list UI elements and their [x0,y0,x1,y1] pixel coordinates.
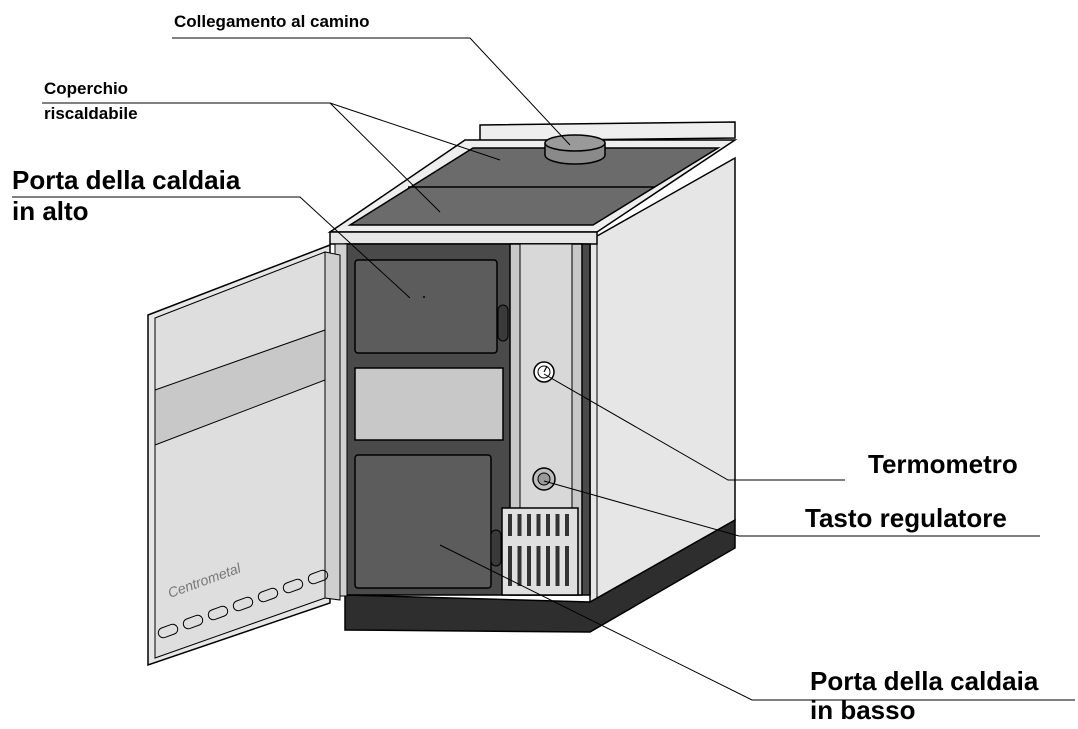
vent-slot [508,546,512,586]
leader-lines [12,37,1075,701]
vent-slot [565,546,569,586]
vent-slot [565,514,569,536]
vent-slot [546,546,550,586]
vent-slot [517,546,522,586]
door-vent-slots [157,569,329,639]
label-upper-door-line1: Porta della caldaia [12,165,241,195]
leader-upper-door [12,196,411,299]
door-vent-slot [257,587,279,603]
lower-door-handle [490,529,502,567]
vent-slot [546,514,550,536]
label-thermometer: Termometro [868,449,1018,479]
vent-slot [527,546,531,586]
stove-back-rail [479,121,736,142]
leader-thermometer [543,373,845,481]
door-vent-slot [232,596,254,612]
vent-slot [508,514,512,536]
stove-middle-panel [354,367,504,441]
vent-slot [536,546,541,586]
upper-door-handle [497,304,509,342]
leader-regulator [543,480,1040,537]
vent-slots [508,514,569,586]
vent-slot [555,546,560,586]
chimney-collar-top [544,134,606,152]
label-chimney: Collegamento al camino [174,12,370,31]
label-lower-door-line2: in basso [810,695,916,725]
label-lid-line1: Coperchio [44,79,129,98]
leader-chimney [172,37,571,146]
stove-front-lip [329,231,598,245]
vent-slot [527,514,531,536]
leader-lower-door [439,544,1075,701]
upper-boiler-door [354,259,498,354]
vent-slot [555,514,560,536]
label-lid-line2: riscaldabile [44,104,138,123]
vent-slot [536,514,541,536]
lower-boiler-door [354,454,492,589]
door-vent-slot [207,605,229,621]
door-vent-slot [282,578,304,594]
door-vent-slot [157,623,179,639]
label-lower-door-line1: Porta della caldaia [810,666,1039,696]
label-upper-door-line2: in alto [12,196,89,226]
vent-slot [517,514,522,536]
label-regulator: Tasto regulatore [805,503,1007,533]
door-vent-slot [307,569,329,585]
door-vent-slot [182,614,204,630]
